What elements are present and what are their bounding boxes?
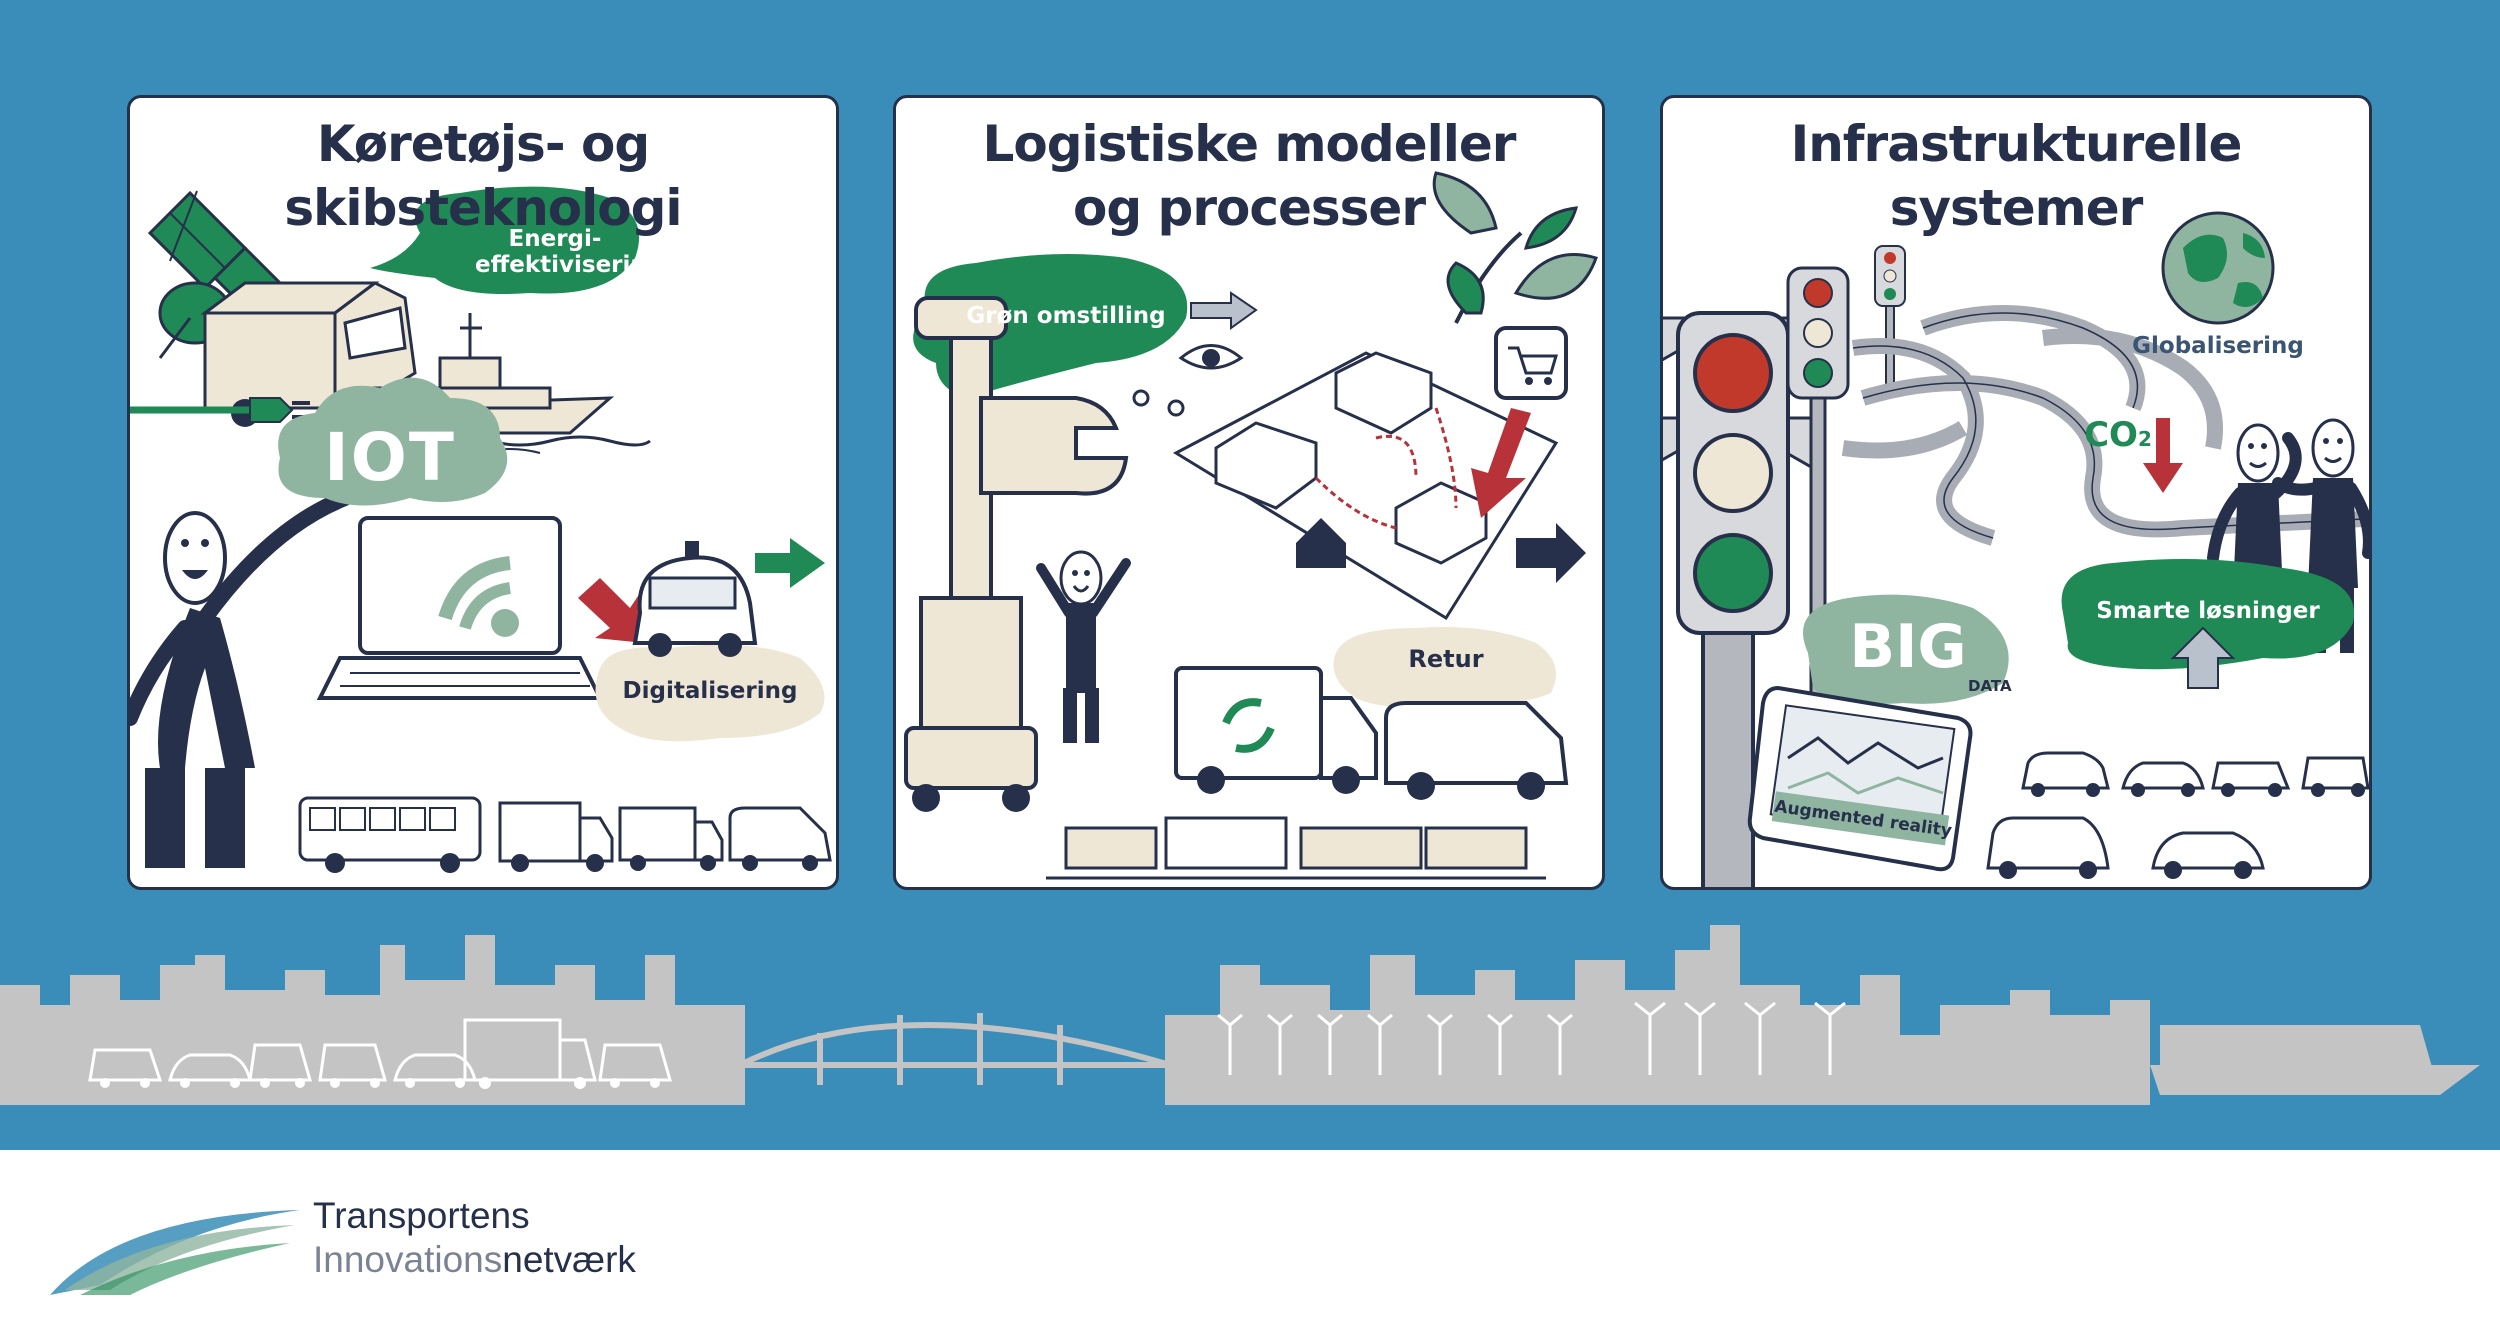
logo-text-light: Innovations — [313, 1239, 503, 1280]
warehouse-icon — [1214, 351, 1488, 565]
label-co2-main: CO — [2084, 415, 2138, 455]
digital-blob — [595, 644, 825, 742]
arrow-grey — [1190, 291, 1258, 330]
skyline-center — [1165, 925, 1945, 1105]
label-data: DATA — [1968, 677, 2012, 695]
panel-vehicle-ship-technology: Køretøjs- og skibsteknologi — [127, 95, 839, 890]
smart-blob — [2061, 559, 2355, 670]
car-icon — [1999, 783, 2365, 879]
eye-icon — [1132, 344, 1244, 417]
van-icon — [728, 806, 832, 871]
house-icon — [1296, 518, 1346, 568]
label-energy-line: effektivisering — [475, 252, 664, 279]
car-icon — [1986, 751, 2369, 870]
wifi-laptop-icon — [316, 516, 604, 700]
swoosh-logo-icon — [50, 1210, 300, 1295]
tablet-icon — [1747, 685, 1973, 872]
traffic-light-icon — [1663, 311, 1815, 887]
panel-illustration — [130, 186, 832, 873]
label-energy-line: Energi- — [508, 226, 602, 252]
label-co2: CO2 — [2078, 415, 2158, 455]
panel-title-line: Køretøjs- og skibsteknologi — [284, 115, 682, 237]
bridge-icon — [738, 1013, 1171, 1085]
container-ship-icon — [2150, 1030, 2480, 1095]
recycling-truck-icon — [1174, 666, 1378, 794]
globe-icon — [2161, 211, 2275, 325]
city-skyline — [0, 925, 2480, 1105]
arrow-red — [578, 578, 645, 643]
panel-title-line: systemer — [1889, 179, 2144, 237]
leaf-icon — [1432, 171, 1598, 324]
label-green-transition: Grøn omstilling — [966, 303, 1166, 329]
arrow-red — [2143, 418, 2183, 493]
robot-arm-icon — [904, 296, 1129, 812]
iot-cloud — [278, 377, 508, 506]
panel-logistics-models: Logistiske modeller og processer — [893, 95, 1605, 890]
logo-text-bold: netværk — [502, 1239, 636, 1280]
arrow-dark — [1516, 523, 1586, 583]
stick-figure-icon — [130, 490, 353, 868]
panel-title-line: og processer — [1073, 179, 1426, 237]
brand-logo: Transportens Innovationsnetværk — [40, 1195, 700, 1305]
van-icon — [1384, 701, 1569, 800]
van-icon — [498, 801, 614, 872]
traffic-light-icon — [1874, 245, 1906, 394]
label-return: Retur — [1408, 645, 1484, 673]
panel-infrastructure-systems: Infrastrukturelle systemer — [1660, 95, 2372, 890]
panel-illustration — [904, 171, 1598, 880]
bus-icon — [298, 796, 482, 873]
return-blob — [1333, 627, 1556, 707]
energy-blob — [370, 186, 640, 294]
panel-title: Køretøjs- og skibsteknologi — [130, 112, 836, 240]
label-big: BIG — [1849, 612, 1967, 682]
wind-turbine-icon — [1217, 1001, 1846, 1075]
label-co2-sub: 2 — [2137, 427, 2152, 451]
logo-text-line1: Transportens — [313, 1195, 530, 1236]
truck-convoy-icon — [1046, 816, 1546, 880]
label-energy: Energi- effektivisering — [475, 226, 663, 279]
arrow-green — [755, 538, 825, 588]
label-digital: Digitalisering — [622, 678, 798, 704]
plug-icon — [130, 397, 310, 423]
panel-illustration — [1663, 211, 2369, 887]
label-globalization: Globalisering — [2132, 333, 2304, 359]
arrow-red — [1471, 408, 1531, 518]
van-icon — [618, 806, 724, 871]
highway-interchange-icon — [1852, 312, 2369, 539]
label-iot: IOT — [324, 419, 456, 496]
panel-title-line: Logistiske modeller — [982, 115, 1517, 173]
traffic-light-icon — [1786, 266, 1850, 740]
label-smart-solutions: Smarte løsninger — [2096, 598, 2320, 624]
self-driving-car-icon — [632, 541, 758, 657]
panel-title-line: Infrastrukturelle — [1790, 115, 2243, 173]
big-data-blob — [1803, 594, 2009, 704]
panel-title: Infrastrukturelle systemer — [1663, 112, 2369, 240]
arrow-grey — [2170, 626, 2236, 689]
panel-title: Logistiske modeller og processer — [896, 112, 1602, 240]
shopping-cart-icon — [1494, 326, 1568, 400]
stick-figure-icon — [1036, 550, 1131, 743]
logo-text-line2: Innovationsnetværk — [313, 1239, 636, 1281]
car-icon — [88, 1018, 672, 1082]
